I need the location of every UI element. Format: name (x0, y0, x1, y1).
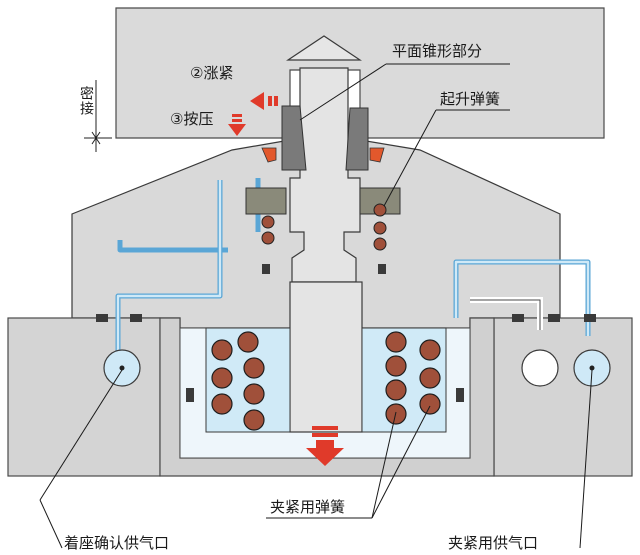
label-expand: ②涨紧 (190, 64, 234, 82)
label-clamp-spring: 夹紧用弹簧 (270, 498, 346, 516)
lift-spring (261, 203, 387, 251)
label-clamp-port: 夹紧用供气口 (448, 534, 539, 552)
seat-check-port-right (521, 349, 559, 387)
arrow-down-icon (228, 114, 246, 136)
base-left (7, 317, 161, 477)
collet-left (281, 105, 307, 171)
leader-lines (39, 63, 593, 549)
clamp-spring-right (385, 331, 441, 425)
workpiece (115, 7, 605, 139)
arrow-down-large-icon (306, 426, 344, 466)
label-seat-port: 着座确认供气口 (64, 534, 170, 552)
piston-shaft (289, 281, 363, 433)
piston-cone (286, 35, 362, 61)
seat-gap-marker (84, 80, 112, 152)
seal-rings (96, 264, 596, 402)
label-flat-taper: 平面锥形部分 (392, 42, 483, 60)
arrow-left-icon (250, 92, 278, 110)
clamp-spring-left (211, 331, 265, 431)
label-seat-gap: 密接 (78, 86, 94, 116)
collet-right (345, 107, 369, 171)
lift-spring-housing-left (245, 187, 287, 215)
air-channels-inner (116, 180, 590, 352)
seals-orange (261, 147, 385, 163)
label-press: ③按压 (170, 110, 214, 128)
label-lift-spring: 起升弹簧 (440, 90, 501, 108)
piston-head (205, 327, 447, 433)
base-right (493, 317, 633, 477)
